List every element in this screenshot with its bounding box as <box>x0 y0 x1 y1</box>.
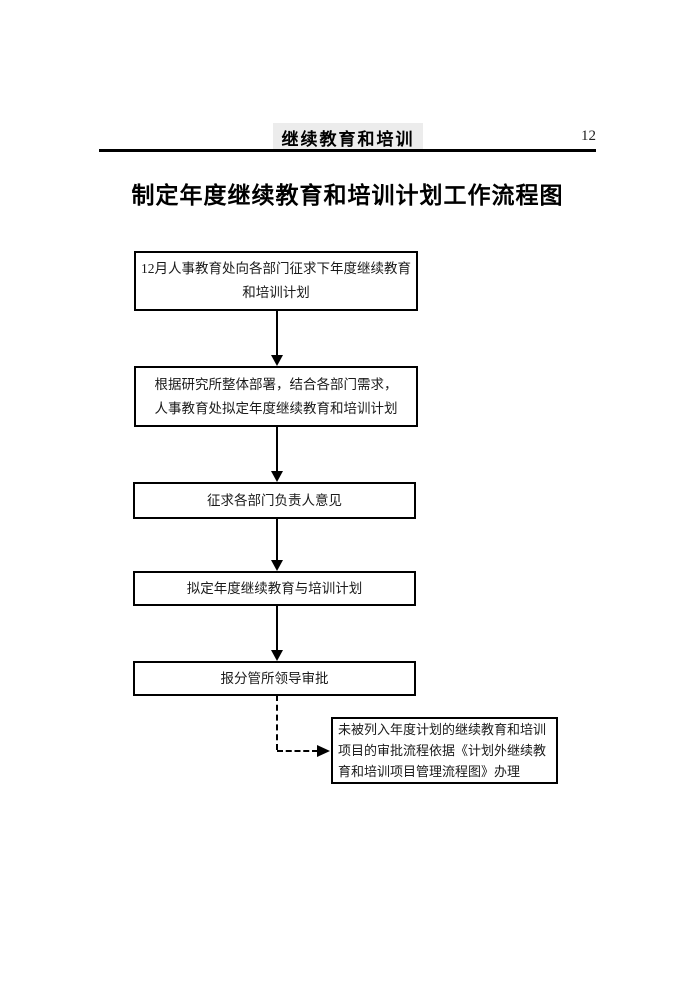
arrow-down-icon <box>271 427 283 482</box>
flow-step-4: 拟定年度继续教育与培训计划 <box>133 571 416 606</box>
arrow-down-icon <box>271 310 283 366</box>
arrow-shaft <box>276 519 278 561</box>
flow-step-1: 12月人事教育处向各部门征求下年度继续教育 和培训计划 <box>134 251 418 311</box>
dashed-connector-horizontal <box>277 750 318 752</box>
flowchart-title: 制定年度继续教育和培训计划工作流程图 <box>131 182 564 208</box>
flow-side-note: 未被列入年度计划的继续教育和培训 项目的审批流程依据《计划外继续教 育和培训项目… <box>331 717 558 784</box>
flow-step-5: 报分管所领导审批 <box>133 661 416 696</box>
arrow-down-icon <box>271 519 283 571</box>
arrow-head <box>271 471 283 482</box>
section-header-title: 继续教育和培训 <box>281 129 415 149</box>
arrow-down-icon <box>271 606 283 661</box>
arrow-head <box>271 355 283 366</box>
dashed-connector-vertical <box>276 695 278 750</box>
arrow-head <box>271 650 283 661</box>
arrow-shaft <box>276 427 278 472</box>
arrow-shaft <box>276 606 278 651</box>
page-number: 12 <box>581 128 596 144</box>
arrow-right-head-icon <box>317 745 330 757</box>
arrow-shaft <box>276 310 278 356</box>
flow-step-2: 根据研究所整体部署，结合各部门需求， 人事教育处拟定年度继续教育和培训计划 <box>134 366 418 427</box>
arrow-head <box>271 560 283 571</box>
flow-step-3: 征求各部门负责人意见 <box>133 482 416 519</box>
header-highlight: 继续教育和培训 <box>273 123 423 151</box>
header-rule <box>99 149 596 152</box>
